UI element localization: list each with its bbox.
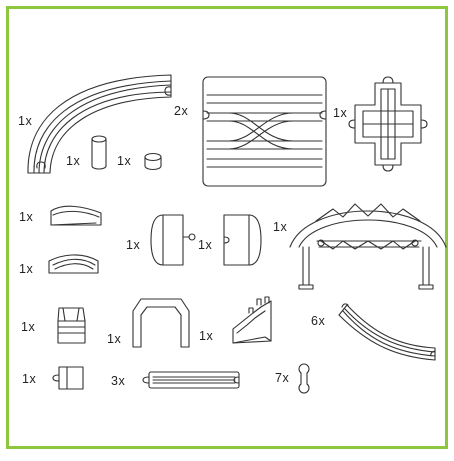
qty-curved-track: 1x — [18, 114, 33, 128]
ramp-piece-a-icon — [50, 205, 102, 226]
stepped-ramp-icon — [232, 296, 272, 344]
qty-tunnel: 1x — [107, 332, 122, 346]
qty-curved-track-short: 6x — [311, 314, 326, 328]
crossing-plate-icon — [348, 76, 428, 172]
qty-half-round-connector-female: 1x — [198, 238, 213, 252]
curved-track-icon — [27, 74, 172, 174]
straight-track-icon — [142, 371, 240, 389]
qty-arched-bridge: 1x — [273, 220, 288, 234]
double-crossover-switch-icon — [202, 76, 327, 187]
track-connector-clip-icon — [298, 363, 310, 394]
qty-short-peg: 1x — [117, 154, 132, 168]
half-round-connector-male-icon — [150, 214, 196, 266]
qty-crossing-plate: 1x — [333, 106, 348, 120]
qty-end-block: 1x — [22, 372, 37, 386]
qty-ramp-piece-b: 1x — [19, 262, 34, 276]
curved-track-short-icon — [338, 303, 436, 361]
qty-straight-track: 3x — [111, 374, 126, 388]
qty-ramp-piece-a: 1x — [19, 210, 34, 224]
tunnel-icon — [132, 298, 190, 348]
qty-pillar-block: 1x — [21, 320, 36, 334]
parts-sheet: 1x 1x 1x 2x 1x 1x 1x 1x 1x 1x 1x 1x 1x 6… — [6, 6, 448, 449]
end-block-icon — [52, 366, 84, 390]
arched-bridge-icon — [289, 203, 447, 290]
ramp-piece-b-icon — [48, 254, 99, 274]
round-peg-icon — [91, 135, 107, 170]
half-round-connector-female-icon — [223, 214, 262, 266]
short-peg-icon — [144, 152, 162, 171]
qty-round-peg: 1x — [66, 154, 81, 168]
qty-track-connector-clip: 7x — [275, 371, 290, 385]
qty-stepped-ramp: 1x — [199, 329, 214, 343]
qty-double-crossover-switch: 2x — [174, 104, 189, 118]
qty-half-round-connector-male: 1x — [126, 238, 141, 252]
parts-illustration — [27, 74, 447, 394]
pillar-block-icon — [57, 307, 86, 344]
